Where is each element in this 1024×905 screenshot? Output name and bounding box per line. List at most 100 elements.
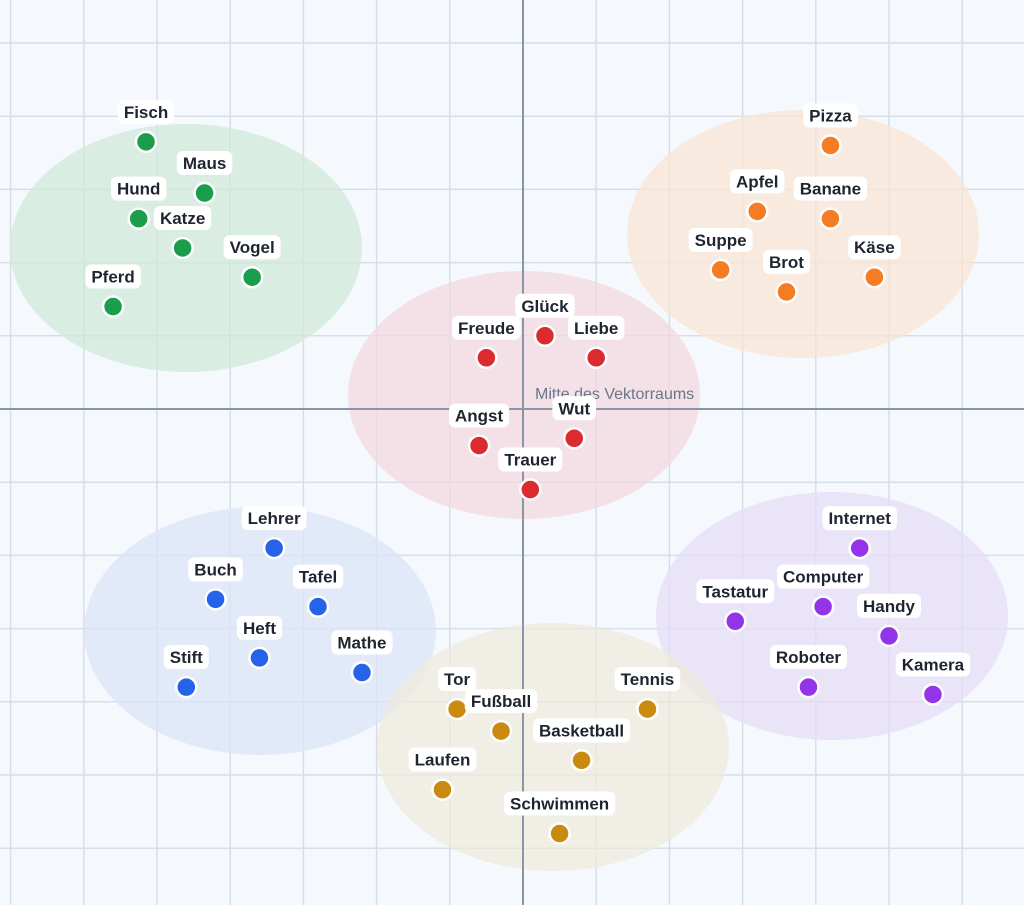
word-label-background [438, 667, 477, 692]
word-label-text: Fußball [471, 692, 531, 711]
word-point[interactable] [171, 236, 194, 260]
word-point[interactable] [489, 719, 513, 743]
word-point[interactable] [811, 595, 835, 618]
word-label-background [763, 249, 810, 274]
cluster-region-technik [656, 492, 1008, 740]
word-label: Heft [236, 615, 283, 640]
word-label-text: Vogel [230, 238, 275, 257]
word-label: Liebe [567, 315, 625, 340]
word-point[interactable] [570, 749, 593, 772]
word-label-background [729, 169, 785, 194]
word-label-background [241, 506, 307, 531]
word-point[interactable] [445, 697, 469, 721]
word-label-background [163, 645, 209, 670]
word-label: Tennis [614, 667, 681, 692]
word-label-text: Trauer [504, 451, 556, 470]
word-point[interactable] [562, 427, 586, 450]
word-point[interactable] [724, 610, 747, 633]
word-label: Lehrer [241, 506, 307, 531]
word-label-text: Stift [170, 648, 203, 667]
word-label: Laufen [408, 747, 477, 772]
word-label: Fisch [117, 99, 175, 124]
word-label-text: Roboter [776, 648, 842, 667]
word-point[interactable] [467, 434, 491, 457]
word-point[interactable] [431, 778, 454, 801]
word-label-background [769, 645, 848, 670]
word-label: Internet [822, 506, 897, 531]
word-point[interactable] [921, 683, 945, 706]
word-point[interactable] [848, 536, 871, 560]
word-label-text: Pizza [809, 106, 852, 125]
word-label-background [452, 315, 521, 340]
word-label-text: Basketball [539, 721, 624, 740]
word-label-text: Tastatur [702, 582, 768, 601]
word-label: Schwimmen [503, 791, 616, 816]
word-label-text: Apfel [736, 172, 779, 191]
word-point[interactable] [475, 346, 498, 370]
word-label: Banane [793, 176, 868, 201]
word-point[interactable] [248, 646, 271, 670]
word-label-background [292, 564, 344, 589]
word-label-background [408, 747, 477, 772]
word-label-background [515, 293, 575, 318]
word-point[interactable] [863, 265, 886, 289]
word-label-background [696, 579, 775, 604]
word-point[interactable] [819, 207, 842, 230]
word-point[interactable] [101, 295, 125, 318]
word-label: Handy [857, 593, 921, 618]
word-label-background [895, 652, 971, 677]
word-point[interactable] [533, 324, 557, 348]
word-point[interactable] [134, 130, 158, 154]
word-label-background [117, 99, 175, 124]
word-label: Mathe [331, 630, 393, 655]
word-point[interactable] [240, 265, 264, 289]
word-point[interactable] [745, 200, 769, 223]
word-point[interactable] [175, 675, 198, 699]
cluster-region-essen [627, 110, 979, 358]
word-label: Wut [552, 396, 597, 421]
word-label-text: Freude [458, 319, 515, 338]
word-label-background [533, 718, 631, 743]
word-label-text: Kamera [902, 655, 965, 674]
word-point[interactable] [350, 661, 374, 684]
word-point[interactable] [193, 181, 216, 205]
word-label: Käse [848, 235, 901, 260]
word-label-text: Mathe [337, 634, 386, 653]
word-label-background [567, 315, 625, 340]
word-point[interactable] [548, 822, 571, 845]
word-point[interactable] [797, 675, 820, 699]
word-point[interactable] [819, 134, 842, 157]
word-point[interactable] [877, 624, 901, 648]
word-point[interactable] [127, 207, 150, 230]
word-label: Vogel [223, 235, 281, 260]
word-label-text: Pferd [91, 268, 134, 287]
word-label: Angst [448, 403, 510, 428]
word-point[interactable] [584, 346, 608, 370]
word-label-background [822, 506, 897, 531]
word-label: Pferd [85, 264, 141, 289]
word-point[interactable] [262, 536, 286, 560]
cluster-regions [10, 110, 1008, 871]
word-label: Freude [452, 315, 521, 340]
word-label-background [776, 564, 870, 589]
word-point[interactable] [636, 697, 659, 721]
word-label: Brot [763, 249, 810, 274]
word-label: Glück [515, 293, 575, 318]
word-point[interactable] [306, 595, 330, 618]
word-label: Maus [176, 151, 233, 176]
word-point[interactable] [204, 588, 227, 611]
word-point[interactable] [775, 280, 798, 304]
word-label-background [176, 151, 233, 176]
word-label-text: Tor [444, 670, 471, 689]
word-point[interactable] [709, 258, 732, 282]
word-label-text: Buch [194, 560, 237, 579]
word-point[interactable] [519, 478, 542, 501]
word-points [101, 130, 945, 845]
word-label-text: Brot [769, 253, 804, 272]
word-label: Suppe [688, 227, 753, 252]
word-label-background [448, 403, 510, 428]
word-label-text: Laufen [415, 751, 471, 770]
word-label-background [464, 689, 538, 714]
word-label-text: Schwimmen [510, 795, 609, 814]
word-label: Buch [188, 557, 243, 582]
